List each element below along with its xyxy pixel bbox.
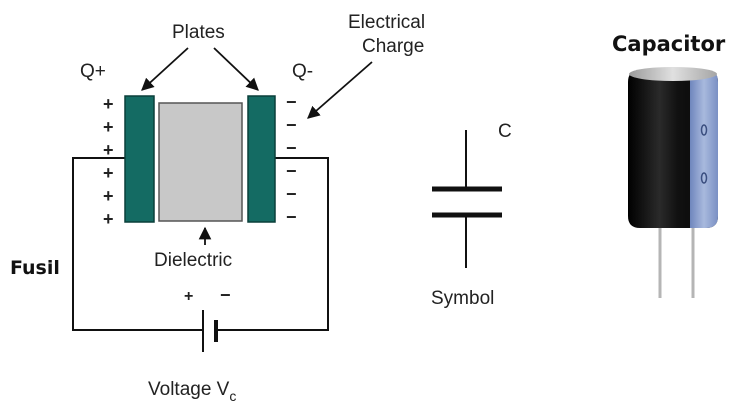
capacitor-stripe (690, 70, 718, 228)
capacitor-stripe-mark (700, 124, 708, 136)
electrical-charge-label-line1: Electrical (348, 12, 425, 33)
fusil-label: Fusil (10, 257, 60, 279)
voltage-label: Voltage Vc (148, 379, 236, 404)
dielectric (158, 102, 243, 222)
q-plus-label: Q+ (80, 61, 106, 82)
positive-charge: + (103, 94, 114, 114)
dielectric-label: Dielectric (154, 250, 232, 271)
voltage-label-subscript: c (229, 388, 236, 404)
capacitor-top (629, 67, 717, 81)
electrical-charge-arrow (307, 61, 373, 119)
capacitor-symbol (432, 130, 502, 268)
capacitor-component (628, 67, 718, 298)
negative-charge: − (286, 184, 297, 204)
negative-charges: − − − − − − (286, 92, 297, 227)
negative-charge: − (286, 92, 297, 112)
negative-plate (247, 95, 276, 223)
q-minus-label: Q- (292, 61, 313, 82)
circuit-wires (72, 157, 329, 331)
symbol-letter: C (498, 121, 512, 142)
battery (202, 310, 218, 352)
capacitor-stripe-mark (700, 172, 708, 184)
negative-charge: − (286, 207, 297, 227)
plates-label: Plates (172, 22, 225, 43)
symbol-label: Symbol (431, 288, 494, 309)
positive-charges: + + + + + + (103, 94, 114, 229)
positive-charge: + (103, 209, 114, 229)
plates-arrow-left (141, 47, 189, 91)
positive-charge: + (103, 186, 114, 206)
positive-charge: + (103, 117, 114, 137)
battery-minus-sign: − (220, 285, 231, 305)
plates-arrow-right (213, 47, 259, 91)
capacitor-title: Capacitor (612, 32, 726, 56)
positive-charge: + (103, 140, 114, 160)
electrical-charge-label-line2: Charge (362, 36, 424, 57)
negative-charge: − (286, 161, 297, 181)
battery-plus-sign: + (184, 288, 193, 305)
positive-charge: + (103, 163, 114, 183)
positive-plate (124, 95, 155, 223)
negative-charge: − (286, 115, 297, 135)
negative-charge: − (286, 138, 297, 158)
voltage-label-text: Voltage V (148, 379, 230, 400)
